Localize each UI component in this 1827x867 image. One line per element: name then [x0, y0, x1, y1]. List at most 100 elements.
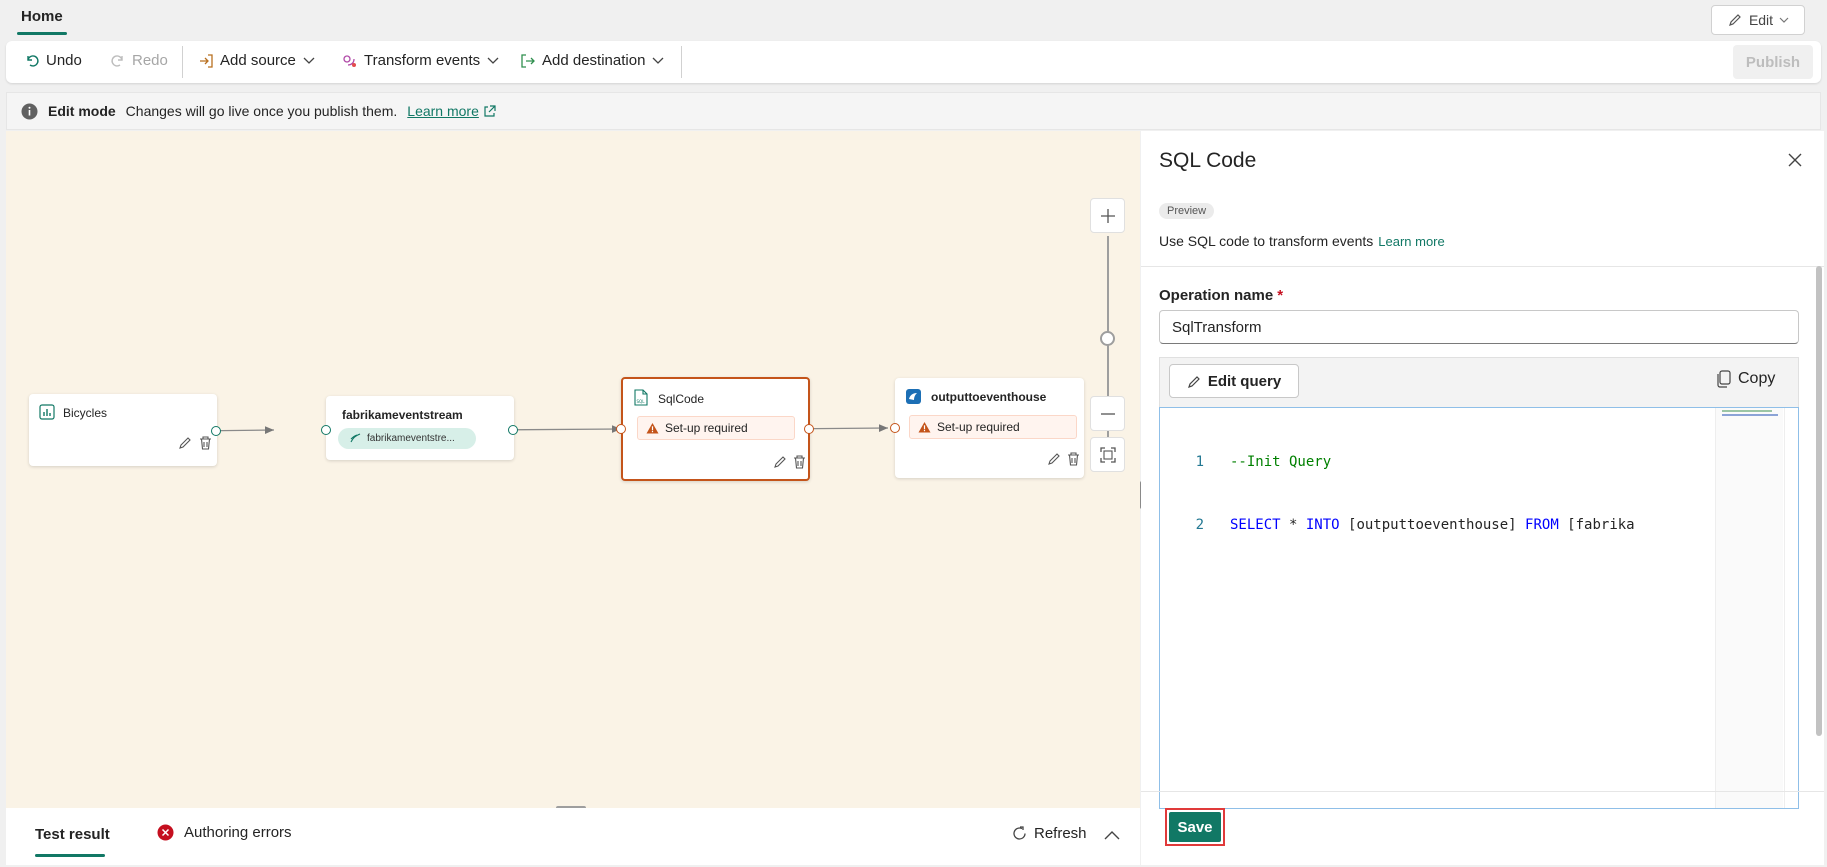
- tab-selected-indicator: [17, 32, 67, 35]
- node-title: Bicycles: [63, 406, 108, 420]
- edit-mode-infobar: Edit mode Changes will go live once you …: [6, 92, 1821, 130]
- line-number: 2: [1195, 517, 1204, 533]
- chevron-down-icon: [651, 54, 665, 68]
- delete-icon[interactable]: [199, 436, 212, 450]
- delete-icon[interactable]: [1067, 452, 1080, 466]
- add-source-label: Add source: [220, 52, 296, 69]
- add-source-icon: [198, 53, 214, 69]
- authoring-errors-label: Authoring errors: [184, 824, 292, 841]
- eventstream-canvas[interactable]: Bicycles fabrikameventstream fabrikameve…: [6, 131, 1140, 810]
- sqlcode-operator-node[interactable]: SQL SqlCode Set-up required: [621, 377, 810, 481]
- zoom-out-button[interactable]: [1090, 396, 1125, 431]
- code-line: SELECT * INTO [outputtoeventhouse] FROM …: [1230, 515, 1635, 536]
- redo-icon: [110, 53, 126, 69]
- tab-bar: Home Edit: [0, 0, 1827, 38]
- input-port[interactable]: [321, 425, 331, 435]
- divider: [1141, 266, 1824, 267]
- copy-button[interactable]: Copy: [1716, 370, 1775, 388]
- undo-button[interactable]: Undo: [24, 52, 82, 69]
- fit-to-screen-button[interactable]: [1090, 437, 1125, 472]
- input-port[interactable]: [890, 423, 900, 433]
- panel-title: SQL Code: [1159, 149, 1257, 172]
- output-port[interactable]: [804, 424, 814, 434]
- line-numbers: 1 2: [1160, 410, 1204, 578]
- tab-test-result[interactable]: Test result: [35, 826, 110, 843]
- close-icon[interactable]: [1787, 152, 1803, 168]
- transform-icon: [342, 53, 358, 69]
- operation-name-input[interactable]: SqlTransform: [1159, 310, 1799, 344]
- edit-mode-menu[interactable]: Edit: [1711, 5, 1805, 35]
- zoom-slider-thumb[interactable]: [1100, 331, 1115, 346]
- publish-button[interactable]: Publish: [1733, 45, 1813, 79]
- ribbon-toolbar: Undo Redo Add source Transform events Ad…: [6, 41, 1821, 83]
- pencil-icon[interactable]: [178, 436, 192, 450]
- eventhouse-icon: [905, 388, 922, 405]
- input-port[interactable]: [616, 424, 626, 434]
- code-text: [outputtoeventhouse]: [1339, 517, 1526, 533]
- toolbar-divider: [182, 46, 183, 78]
- zoom-slider-track[interactable]: [1107, 236, 1109, 456]
- setup-required-badge: Set-up required: [637, 416, 795, 440]
- divider: [1141, 791, 1824, 792]
- zoom-in-button[interactable]: [1090, 198, 1125, 233]
- add-destination-label: Add destination: [542, 52, 646, 69]
- tab-selected-indicator: [35, 854, 105, 857]
- pencil-icon[interactable]: [1047, 452, 1061, 466]
- warning-icon: [646, 422, 659, 434]
- pencil-icon: [1727, 12, 1743, 28]
- destination-node-eventhouse[interactable]: outputtoeventhouse Set-up required: [895, 378, 1084, 478]
- svg-text:SQL: SQL: [637, 399, 646, 404]
- chart-icon: [39, 404, 55, 420]
- minus-icon: [1100, 406, 1116, 422]
- tab-authoring-errors[interactable]: Authoring errors: [157, 824, 292, 841]
- copy-icon: [1716, 370, 1732, 388]
- infobar-message: Changes will go live once you publish th…: [125, 103, 398, 119]
- setup-required-text: Set-up required: [937, 420, 1020, 434]
- add-destination-icon: [520, 53, 536, 69]
- save-button[interactable]: Save: [1169, 812, 1221, 842]
- source-node-bicycles[interactable]: Bicycles: [29, 394, 217, 466]
- transform-events-button[interactable]: Transform events: [342, 52, 500, 69]
- learn-more-link[interactable]: Learn more: [1378, 234, 1445, 249]
- infobar-title: Edit mode: [48, 103, 116, 119]
- code-minimap[interactable]: [1715, 408, 1783, 808]
- editor-vertical-scrollbar[interactable]: [1784, 408, 1798, 808]
- tab-home[interactable]: Home: [21, 8, 63, 25]
- refresh-icon: [1011, 825, 1028, 842]
- chevron-down-icon: [1779, 15, 1789, 25]
- edit-query-button[interactable]: Edit query: [1169, 364, 1299, 398]
- chevron-up-icon[interactable]: [1104, 829, 1120, 841]
- sql-code-panel: SQL Code Preview Use SQL code to transfo…: [1141, 131, 1824, 865]
- refresh-label: Refresh: [1034, 825, 1087, 842]
- output-port[interactable]: [211, 426, 221, 436]
- redo-label: Redo: [132, 52, 168, 69]
- infobar-learn-more-link[interactable]: Learn more: [407, 103, 496, 119]
- pencil-icon[interactable]: [773, 455, 787, 469]
- undo-label: Undo: [46, 52, 82, 69]
- refresh-button[interactable]: Refresh: [1011, 825, 1087, 842]
- redo-button[interactable]: Redo: [110, 52, 168, 69]
- sql-file-icon: SQL: [633, 389, 649, 406]
- node-title: fabrikameventstream: [342, 408, 463, 422]
- sql-keyword: INTO: [1305, 517, 1340, 533]
- eventstream-node[interactable]: fabrikameventstream fabrikameventstre...: [326, 396, 514, 460]
- edit-mode-label: Edit: [1748, 12, 1774, 28]
- sql-keyword: FROM: [1525, 517, 1559, 533]
- description-text: Use SQL code to transform events: [1159, 233, 1374, 249]
- setup-required-text: Set-up required: [665, 421, 748, 435]
- add-source-button[interactable]: Add source: [198, 52, 316, 69]
- output-port[interactable]: [508, 425, 518, 435]
- pencil-icon: [1187, 374, 1202, 389]
- learn-more-text: Learn more: [407, 103, 479, 119]
- fit-screen-icon: [1099, 446, 1116, 463]
- chevron-down-icon: [486, 54, 500, 68]
- add-destination-button[interactable]: Add destination: [520, 52, 665, 69]
- minimap-line: [1722, 410, 1772, 412]
- stream-icon: [350, 433, 361, 444]
- info-icon: [21, 103, 38, 120]
- panel-scrollbar[interactable]: [1816, 266, 1822, 736]
- error-icon: [157, 824, 174, 841]
- delete-icon[interactable]: [793, 455, 806, 469]
- code-text: [fabrikameventstre: [1567, 517, 1635, 533]
- sql-code-editor[interactable]: 1 2 --Init Query SELECT * INTO [outputto…: [1159, 407, 1799, 809]
